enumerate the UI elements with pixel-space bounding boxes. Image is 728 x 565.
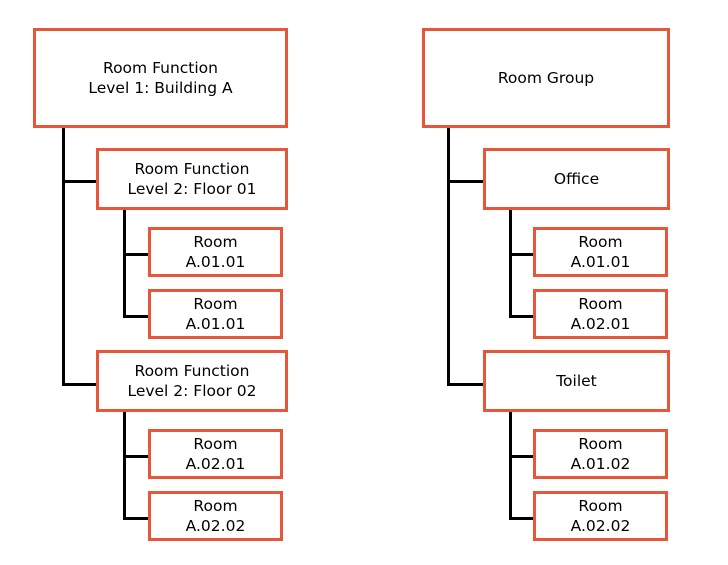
connector-subtrunk-right-branch-2 bbox=[509, 412, 512, 520]
node-line-1: Room Function bbox=[134, 361, 250, 380]
connector-stub-left-branch-2 bbox=[62, 383, 99, 386]
node-room-function-root[interactable]: Room Function Level 1: Building A bbox=[33, 28, 288, 128]
node-line-1: Room bbox=[578, 496, 623, 515]
connector-stub-right-branch-1 bbox=[447, 180, 486, 183]
node-line-1: Room bbox=[193, 232, 238, 251]
node-line-2: A.02.01 bbox=[185, 455, 246, 473]
connector-subtrunk-right-branch-1 bbox=[509, 210, 512, 318]
connector-stub-right-b1-leaf-1 bbox=[509, 253, 536, 256]
node-line-1: Room bbox=[193, 496, 238, 515]
connector-trunk-right bbox=[447, 128, 450, 386]
node-room-leaf[interactable]: Room A.01.02 bbox=[533, 429, 668, 479]
node-line-1: Toilet bbox=[556, 371, 597, 390]
node-line-2: A.01.01 bbox=[185, 315, 246, 333]
node-line-2: A.01.01 bbox=[570, 253, 631, 271]
node-line-1: Room bbox=[578, 434, 623, 453]
node-line-1: Room bbox=[578, 232, 623, 251]
node-line-1: Room bbox=[193, 294, 238, 313]
node-line-2: A.01.02 bbox=[570, 455, 631, 473]
node-room-leaf[interactable]: Room A.01.01 bbox=[148, 289, 283, 339]
node-room-function-floor-02[interactable]: Room Function Level 2: Floor 02 bbox=[96, 350, 288, 412]
connector-stub-left-b1-leaf-1 bbox=[123, 253, 151, 256]
connector-subtrunk-left-branch-1 bbox=[123, 210, 126, 318]
node-room-function-floor-01[interactable]: Room Function Level 2: Floor 01 bbox=[96, 148, 288, 210]
node-line-2: A.02.02 bbox=[185, 517, 246, 535]
connector-stub-left-b2-leaf-1 bbox=[123, 455, 151, 458]
node-line-2: A.02.01 bbox=[570, 315, 631, 333]
node-line-1: Room Function bbox=[103, 58, 218, 77]
node-room-leaf[interactable]: Room A.02.02 bbox=[533, 491, 668, 541]
connector-stub-right-branch-2 bbox=[447, 383, 486, 386]
node-line-1: Room bbox=[578, 294, 623, 313]
node-line-2: A.01.01 bbox=[185, 253, 246, 271]
connector-stub-left-b1-leaf-2 bbox=[123, 315, 151, 318]
node-room-group-office[interactable]: Office bbox=[483, 148, 670, 210]
node-room-leaf[interactable]: Room A.02.02 bbox=[148, 491, 283, 541]
node-line-2: Level 1: Building A bbox=[88, 79, 233, 97]
node-line-2: Level 2: Floor 02 bbox=[127, 382, 257, 400]
node-line-1: Room bbox=[193, 434, 238, 453]
connector-stub-right-b1-leaf-2 bbox=[509, 315, 536, 318]
node-room-leaf[interactable]: Room A.01.01 bbox=[533, 227, 668, 277]
node-line-1: Office bbox=[553, 169, 600, 188]
connector-subtrunk-left-branch-2 bbox=[123, 412, 126, 520]
node-line-2: Level 2: Floor 01 bbox=[127, 180, 257, 198]
connector-stub-left-b2-leaf-2 bbox=[123, 517, 151, 520]
node-room-group-toilet[interactable]: Toilet bbox=[483, 350, 670, 412]
connector-stub-right-b2-leaf-1 bbox=[509, 455, 536, 458]
node-room-group-root[interactable]: Room Group bbox=[422, 28, 670, 128]
connector-trunk-left bbox=[62, 128, 65, 386]
connector-stub-left-branch-1 bbox=[62, 180, 99, 183]
node-line-2: A.02.02 bbox=[570, 517, 631, 535]
node-room-leaf[interactable]: Room A.02.01 bbox=[148, 429, 283, 479]
node-line-1: Room Function bbox=[134, 159, 250, 178]
node-room-leaf[interactable]: Room A.01.01 bbox=[148, 227, 283, 277]
node-line-1: Room Group bbox=[497, 68, 595, 87]
node-room-leaf[interactable]: Room A.02.01 bbox=[533, 289, 668, 339]
connector-stub-right-b2-leaf-2 bbox=[509, 517, 536, 520]
